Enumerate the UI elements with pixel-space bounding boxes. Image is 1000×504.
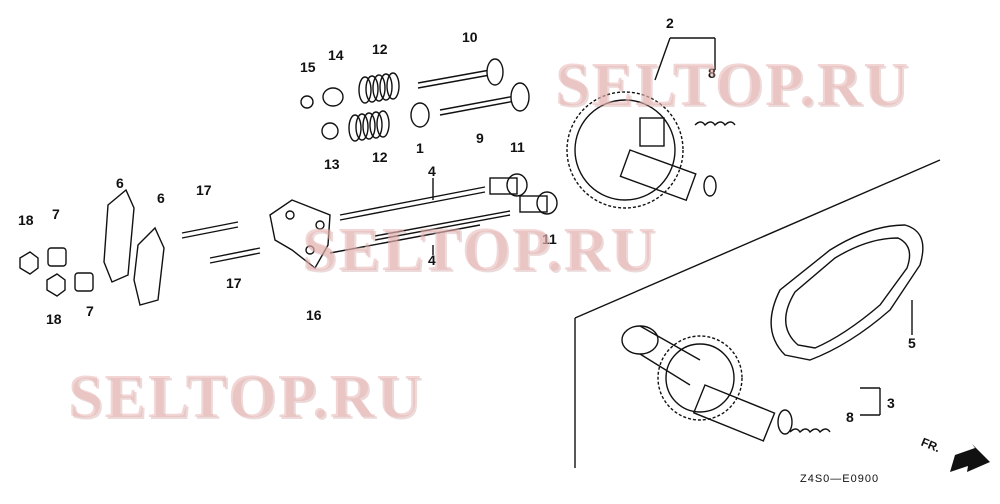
camshaft-upper (566, 91, 717, 209)
panel-border-top (574, 159, 941, 319)
rotator (410, 102, 430, 128)
valve-lower (439, 82, 530, 116)
part-number-12-upper: 12 (372, 41, 388, 57)
push-rod-lower-b (374, 214, 511, 241)
pivot-adjusting-nut-lower (74, 272, 94, 292)
part-number-14: 14 (328, 47, 344, 63)
tappet-lower-body (519, 195, 548, 213)
part-number-15: 15 (300, 59, 316, 75)
part-number-11-upper: 11 (510, 139, 525, 155)
part-number-2: 2 (666, 15, 674, 31)
tappet-upper (506, 173, 528, 197)
part-number-8-upper: 8 (708, 65, 716, 81)
push-rod-guide-plate (269, 199, 331, 270)
push-rod-upper-b (339, 191, 486, 221)
part-number-18-upper: 18 (18, 212, 34, 228)
tappet-upper-body (489, 177, 518, 195)
part-number-4-lower: 4 (428, 252, 436, 268)
part-number-9: 9 (476, 130, 484, 146)
tappet-lower (536, 191, 558, 215)
drawing-code: Z4S0—E0900 (800, 473, 880, 485)
part-number-18-lower: 18 (46, 311, 62, 327)
part-number-5: 5 (908, 335, 916, 351)
pivot-adjusting-nut-upper (47, 247, 67, 267)
spring-upper (694, 121, 736, 127)
part-number-13: 13 (324, 156, 340, 172)
spring-lower (789, 428, 831, 434)
part-number-3: 3 (887, 395, 895, 411)
part-number-10: 10 (462, 29, 478, 45)
part-number-11-lower: 11 (542, 231, 557, 247)
part-number-6-left: 6 (116, 175, 124, 191)
push-rod-upper (339, 186, 486, 216)
rocker-arm-left (103, 188, 135, 283)
retainer (322, 87, 344, 107)
lock-nut-upper (19, 251, 39, 275)
valve-spring-upper (358, 72, 400, 104)
part-number-17-upper: 17 (196, 182, 212, 198)
part-number-8-lower: 8 (846, 409, 854, 425)
pivot-bolt-lower (209, 247, 261, 259)
camshaft-lower (621, 325, 793, 442)
lock-nut-lower (46, 273, 66, 297)
seal (321, 122, 339, 140)
valve-spring-lower (348, 110, 390, 142)
pivot-bolt-upper (181, 221, 239, 234)
cotter (300, 95, 314, 109)
rocker-arm-right (133, 226, 165, 306)
timing-belt (770, 224, 924, 361)
valve-upper (417, 58, 504, 89)
part-number-16: 16 (306, 307, 322, 323)
part-number-7-upper: 7 (52, 206, 60, 222)
front-direction-arrow-icon (950, 444, 990, 472)
part-number-4-upper: 4 (428, 163, 436, 179)
part-number-1: 1 (416, 140, 424, 156)
part-number-6-right: 6 (157, 190, 165, 206)
push-rod-lower (374, 210, 511, 237)
part-number-12-lower: 12 (372, 149, 388, 165)
part-number-7-lower: 7 (86, 303, 94, 319)
part-number-17-lower: 17 (226, 275, 242, 291)
